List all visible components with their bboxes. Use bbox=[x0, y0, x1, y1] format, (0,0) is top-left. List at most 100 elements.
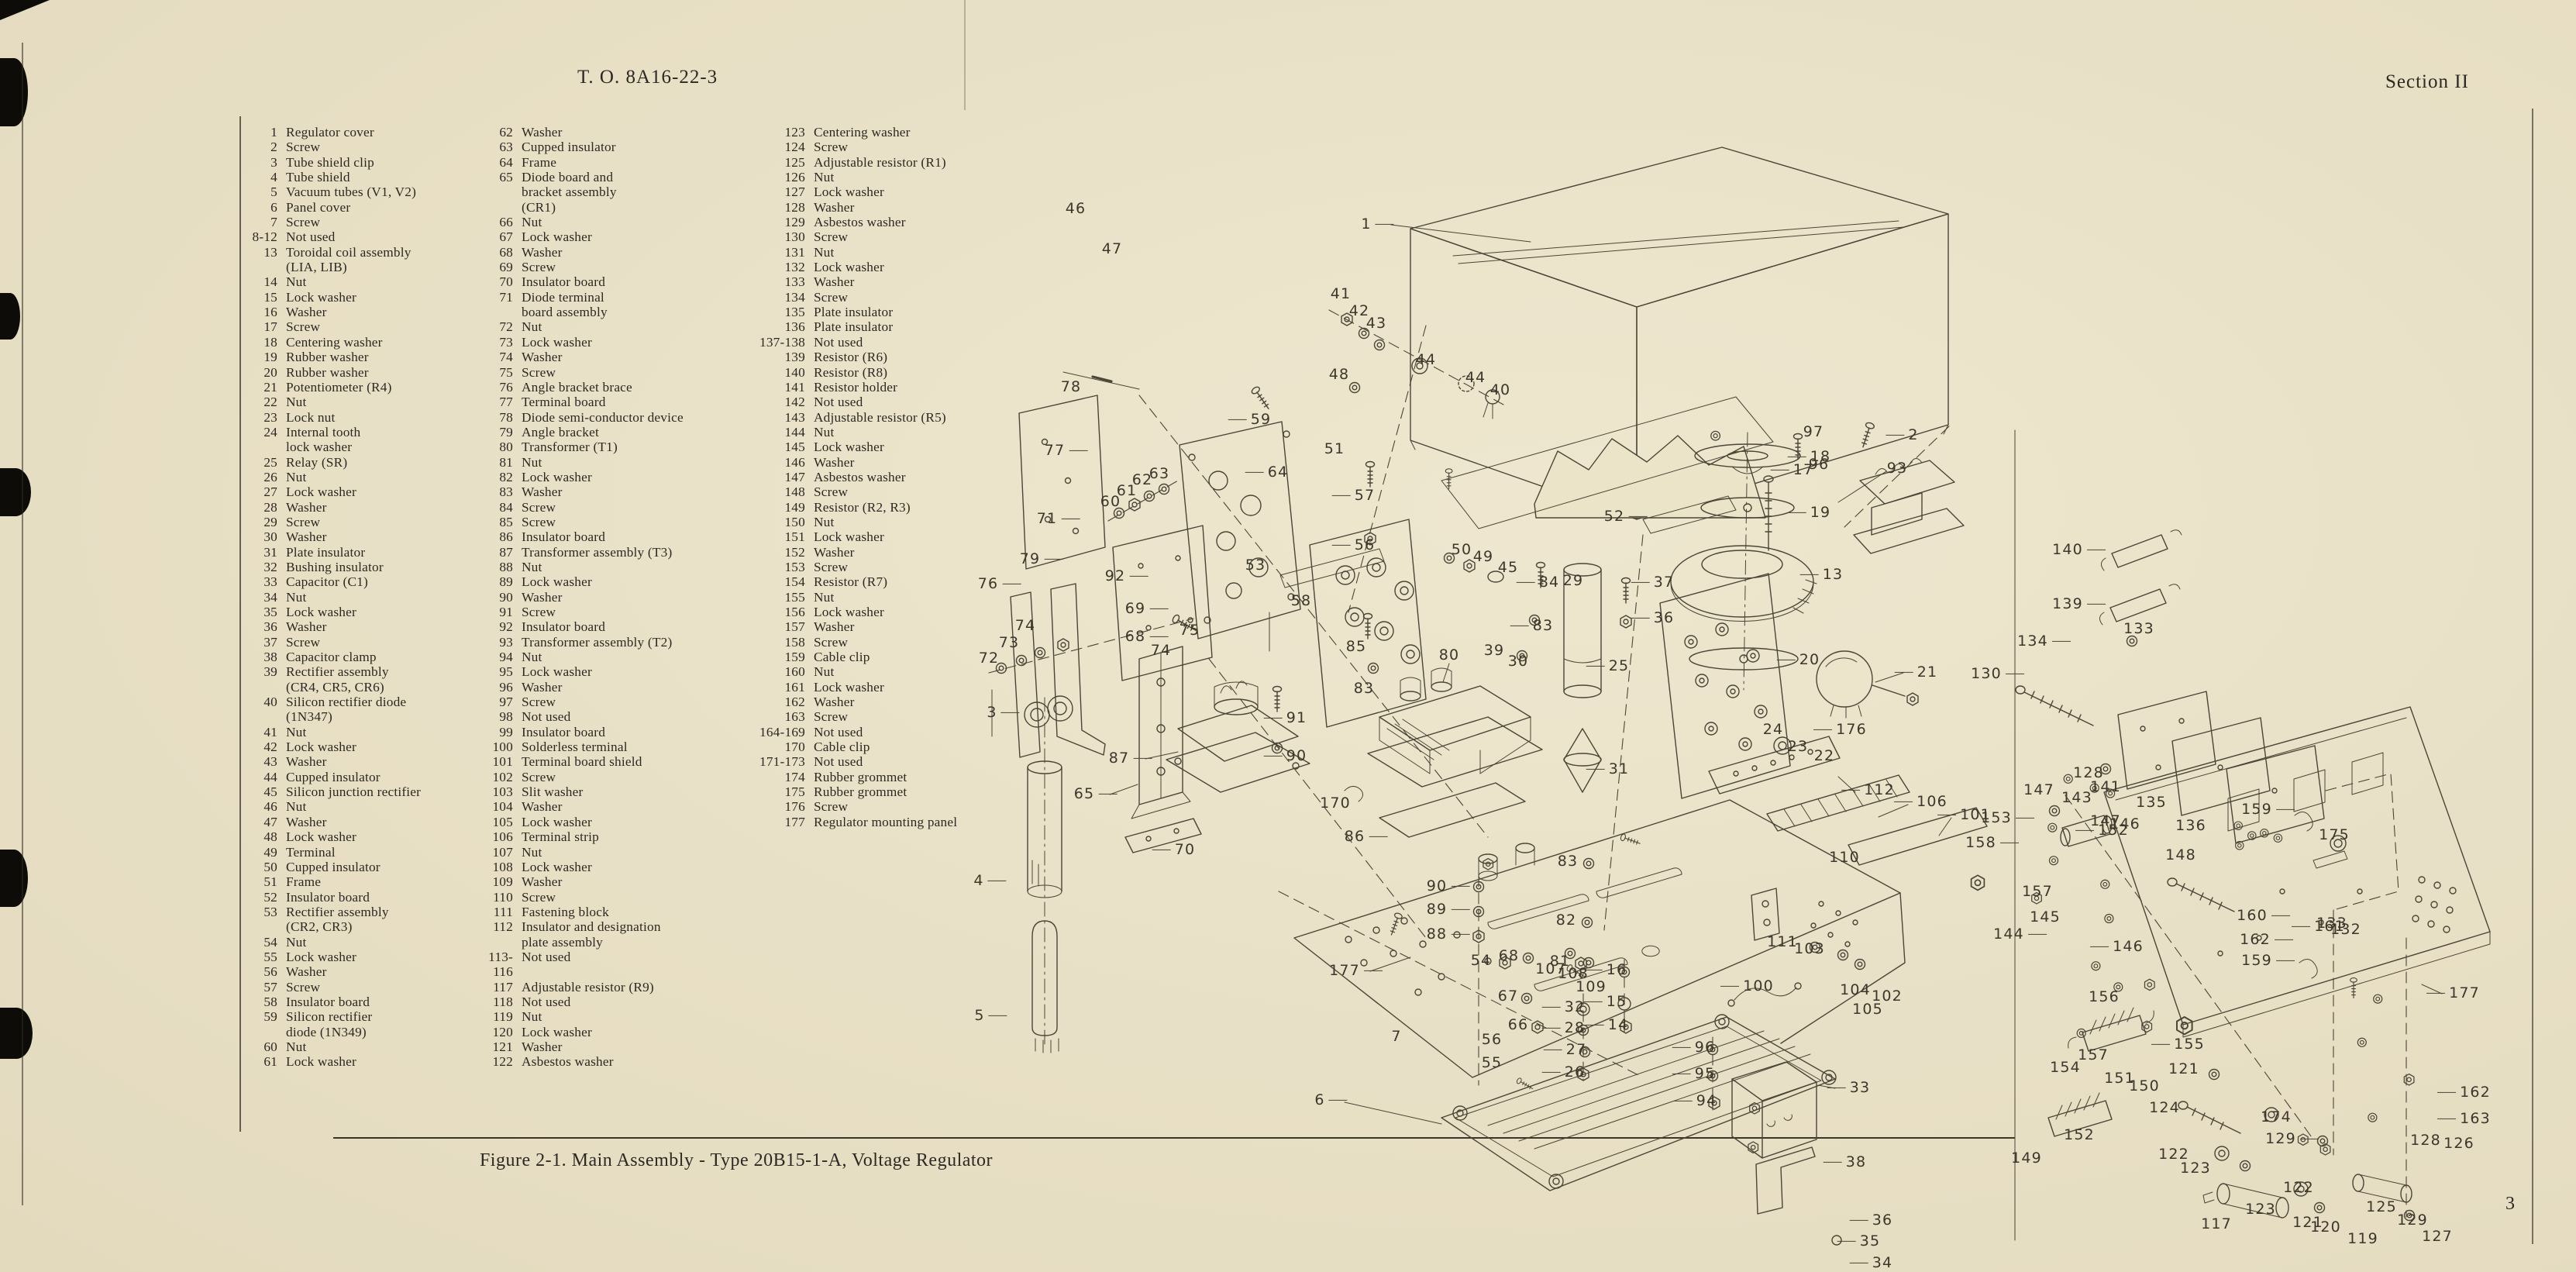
parts-list-item: 147 Asbestos washer bbox=[740, 470, 957, 484]
part-number: 81 bbox=[499, 454, 513, 470]
diagram-callout: 123 bbox=[2180, 1159, 2211, 1177]
part-number: 140 bbox=[784, 364, 805, 380]
diagram-callout: 71 bbox=[1037, 510, 1084, 527]
diagram-callout: 128 bbox=[2410, 1131, 2441, 1149]
part-number: 122 bbox=[492, 1054, 513, 1070]
part-number: 163 bbox=[784, 709, 805, 725]
part-number: 149 bbox=[784, 499, 805, 515]
diagram-callout: 35 bbox=[1834, 1232, 1881, 1250]
part-number: 14 bbox=[263, 274, 277, 290]
diagram-callout: 111 bbox=[1767, 932, 1798, 950]
diagram-callout: 3 bbox=[987, 704, 1023, 721]
part-label: Nut bbox=[814, 244, 835, 260]
part-number: 80 bbox=[499, 440, 513, 455]
part-label: Washer bbox=[814, 695, 855, 710]
diagram-callout: 157 bbox=[2022, 882, 2053, 900]
part-number: 58 bbox=[263, 994, 277, 1009]
scan-corner-artifact bbox=[0, 0, 50, 20]
diagram-callout: 43 bbox=[1365, 314, 1387, 332]
part-label: Potentiometer (R4) bbox=[286, 379, 392, 395]
diagram-callout: 83 bbox=[1353, 679, 1375, 697]
part-number: 100 bbox=[492, 739, 513, 755]
diagram-callout: 19 bbox=[1784, 504, 1831, 521]
diagram-callout: 91 bbox=[1260, 709, 1307, 726]
diagram-linework bbox=[988, 147, 2491, 1246]
part-label: Screw bbox=[286, 634, 321, 650]
diagram-callout: 121 bbox=[2168, 1060, 2199, 1077]
part-number: 90 bbox=[499, 589, 513, 605]
part-label: Screw bbox=[814, 559, 849, 574]
part-label: Lock washer bbox=[286, 289, 356, 305]
part-label: Panel cover bbox=[286, 199, 351, 215]
part-number: 42 bbox=[263, 739, 277, 755]
part-number: 18 bbox=[263, 334, 277, 350]
part-number: 147 bbox=[784, 469, 805, 484]
diagram-callout: 15 bbox=[1580, 993, 1627, 1010]
part-number: 134 bbox=[784, 289, 805, 305]
diagram-callout: 30 bbox=[1507, 652, 1529, 670]
diagram-callout: 28 bbox=[1538, 1019, 1586, 1036]
diagram-callout: 104 bbox=[1840, 981, 1871, 998]
part-number: 29 bbox=[263, 514, 277, 529]
part-label: Washer bbox=[286, 529, 327, 545]
part-number: 156 bbox=[784, 605, 805, 619]
diagram-callout: 16 bbox=[1580, 961, 1627, 978]
part-label: Lock washer bbox=[522, 334, 592, 350]
page-number: 3 bbox=[2505, 1194, 2516, 1214]
part-number: 83 bbox=[499, 484, 513, 500]
regulator-cover-art bbox=[1410, 147, 1949, 520]
part-number: 99 bbox=[499, 724, 513, 739]
diagram-callout: 121 bbox=[2292, 1213, 2323, 1231]
part-number: 68 bbox=[499, 244, 513, 260]
part-label: Resistor (R6) bbox=[814, 350, 888, 365]
part-label: Terminal strip bbox=[522, 829, 599, 845]
part-number: 49 bbox=[263, 844, 277, 860]
part-label: Screw bbox=[286, 215, 321, 230]
part-number: 174 bbox=[784, 769, 805, 784]
diagram-callout: 27 bbox=[1540, 1041, 1587, 1058]
part-label: Lock washer bbox=[286, 1054, 356, 1070]
part-number: 56 bbox=[263, 964, 277, 980]
diagram-callout: 59 bbox=[1224, 411, 1272, 428]
diagram-callout: 68 bbox=[1125, 628, 1173, 645]
part-number: 97 bbox=[499, 695, 513, 710]
part-number: 2 bbox=[270, 140, 277, 155]
part-number: 141 bbox=[784, 379, 805, 395]
diagram-callout: 77 bbox=[1045, 442, 1092, 459]
part-number: 71 bbox=[499, 289, 513, 305]
part-label: Terminal bbox=[286, 844, 336, 860]
part-number: 73 bbox=[499, 334, 513, 350]
part-label: Screw bbox=[522, 769, 556, 784]
part-label: Rubber washer bbox=[286, 364, 369, 380]
part-number: 142 bbox=[784, 395, 805, 410]
part-number: 159 bbox=[784, 650, 805, 665]
part-number: 127 bbox=[784, 184, 805, 200]
diagram-callout: 146 bbox=[2086, 938, 2144, 955]
part-number: 104 bbox=[492, 799, 513, 815]
part-label: Asbestos washer bbox=[814, 469, 906, 484]
